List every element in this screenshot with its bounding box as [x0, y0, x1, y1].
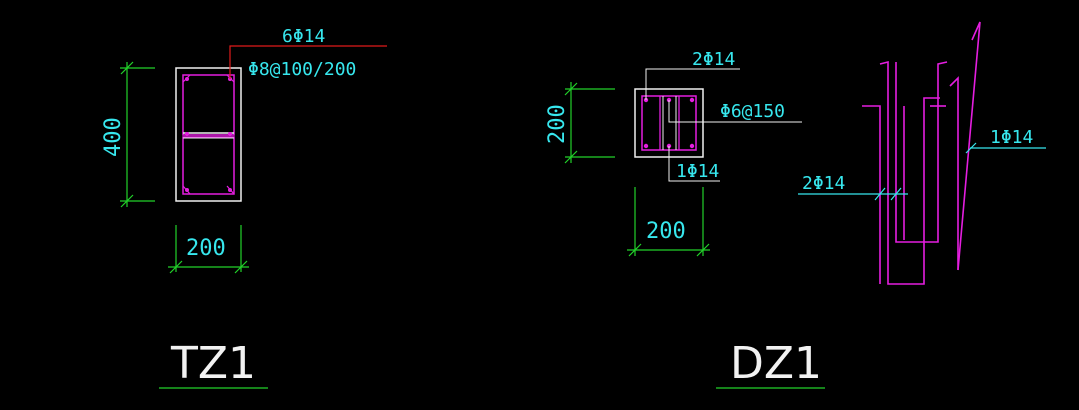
- dz1-width-label: 200: [646, 219, 686, 244]
- elevation-right-bar: [949, 21, 981, 271]
- dz1-dimension-height: [564, 82, 615, 164]
- dz1-stirrup-label: Φ6@150: [720, 101, 785, 122]
- tz1-leader: [229, 45, 387, 79]
- dz1-top-bars-label: 2Φ14: [692, 49, 735, 70]
- dz1-title: DZ1: [730, 338, 822, 389]
- tz1-stirrup-upper: [182, 74, 235, 136]
- tz1-width-label: 200: [186, 236, 226, 261]
- tz1-stirrup-label: Φ8@100/200: [248, 59, 356, 80]
- elevation-right-bar-label: 1Φ14: [990, 127, 1033, 148]
- tz1-height-label: 400: [101, 117, 126, 157]
- tz1-dimension-height: [120, 61, 155, 208]
- dz1-dimension-width: [627, 187, 710, 257]
- elevation-left-bars-label: 2Φ14: [802, 173, 845, 194]
- tz1-section: 400 200 6Φ14 Φ8@100/200 TZ1: [101, 26, 387, 389]
- tz1-dimension-width: [168, 225, 249, 274]
- elevation-right-leader: [965, 142, 1046, 154]
- elevation-detail: 1Φ14 2Φ14: [798, 21, 1046, 285]
- dz1-height-label: 200: [545, 104, 570, 144]
- elevation-left-leader: [798, 187, 908, 201]
- dz1-middle-bar-label: 1Φ14: [676, 161, 719, 182]
- tz1-title: TZ1: [170, 338, 256, 389]
- tz1-long-bars-label: 6Φ14: [282, 26, 325, 47]
- dz1-leaders: [645, 68, 802, 182]
- tz1-stirrup-lower: [182, 136, 235, 195]
- tz1-concrete-outline: [175, 67, 242, 202]
- elevation-rebar-u-bars: [862, 60, 948, 285]
- dz1-section: 2Φ14 Φ6@150 1Φ14 200 200 DZ1: [545, 49, 825, 389]
